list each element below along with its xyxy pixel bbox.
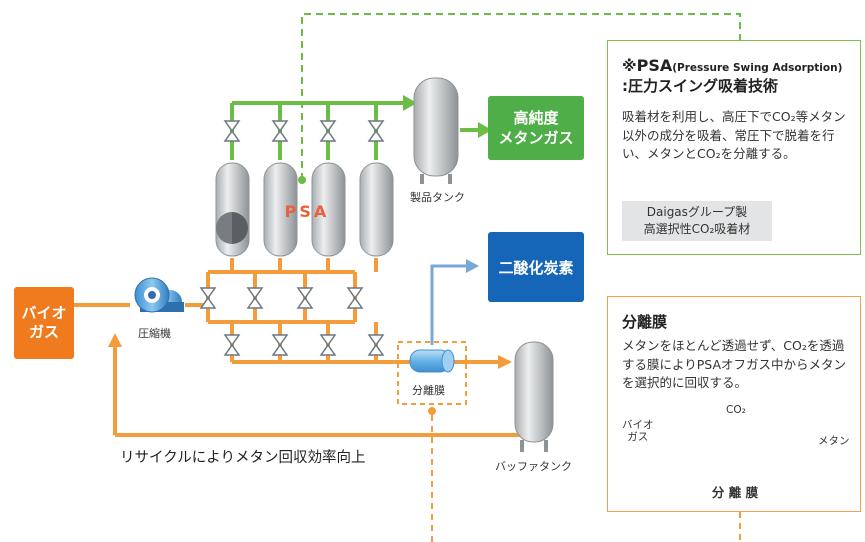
compressor-icon xyxy=(134,277,184,313)
co2-arrow xyxy=(466,259,479,273)
membrane-description: メタンをほとんど透過せず、CO₂を透過する膜によりPSAオフガス中からメタンを選… xyxy=(622,338,847,390)
co2-pipe xyxy=(430,264,468,345)
psa-english: (Pressure Swing Adsorption) xyxy=(672,62,843,74)
valve-icon xyxy=(367,334,385,356)
valve-icon xyxy=(271,120,289,142)
membrane-label: 分離膜 xyxy=(412,384,445,397)
psa-description: 吸着材を利用し、高圧下でCO₂等メタン以外の成分を吸着、常圧下で脱着を行い、メタ… xyxy=(622,109,846,161)
valve-icon xyxy=(199,287,217,309)
membrane-panel-title: 分離膜 xyxy=(622,313,668,331)
valve-icon xyxy=(296,287,314,309)
membrane-explanation-panel: 分離膜 メタンをほとんど透過せず、CO₂を透過する膜によりPSAオフガス中からメ… xyxy=(607,296,861,512)
membrane-dashed-box xyxy=(397,341,467,405)
psa-towers xyxy=(215,162,394,257)
adsorbent-material-label: Daigasグループ製 高選択性CO₂吸着材 xyxy=(622,201,772,241)
high-purity-methane-box: 高純度 メタンガス xyxy=(488,96,584,160)
psa-mark: ※ xyxy=(622,57,637,75)
product-tank xyxy=(413,77,459,184)
membrane-unit xyxy=(409,349,455,373)
product-tank-label: 製品タンク xyxy=(410,191,465,204)
compressor-label: 圧縮機 xyxy=(138,327,171,340)
green-arrow-1 xyxy=(403,95,417,111)
valve-icon xyxy=(367,120,385,142)
membrane-biogas-label: バイオ ガス xyxy=(622,419,654,443)
membrane-co2-label: CO₂ xyxy=(726,404,746,416)
psa-title-jp: :圧力スイング吸着技術 xyxy=(622,77,778,95)
psa-label: PSA xyxy=(284,202,330,221)
green-arrow-2 xyxy=(478,122,492,138)
recycle-caption: リサイクルによりメタン回収効率向上 xyxy=(120,450,366,466)
membrane-caption: 分 離 膜 xyxy=(711,485,759,500)
orange-arrow-buffer xyxy=(498,355,512,369)
co2-box: 二酸化炭素 xyxy=(488,232,584,302)
psa-acronym: PSA xyxy=(636,56,673,75)
green-dot xyxy=(298,176,306,184)
valve-icon xyxy=(319,334,337,356)
orange-dot xyxy=(428,407,436,415)
bio-gas-box: バイオ ガス xyxy=(14,287,74,359)
green-dashed-link xyxy=(301,13,741,180)
valves xyxy=(199,120,385,356)
valve-icon xyxy=(346,287,364,309)
buffer-tank-icon xyxy=(514,341,554,452)
buffer-tank-label: バッファタンク xyxy=(495,460,572,473)
valve-icon xyxy=(223,334,241,356)
valve-icon xyxy=(319,120,337,142)
valve-icon xyxy=(271,334,289,356)
psa-explanation-panel: ※PSA(Pressure Swing Adsorption) :圧力スイング吸… xyxy=(607,40,861,255)
valve-icon xyxy=(223,120,241,142)
psa-panel-title: ※PSA(Pressure Swing Adsorption) xyxy=(622,56,842,78)
valve-icon xyxy=(246,287,264,309)
orange-arrow-recycle xyxy=(108,333,122,347)
membrane-methane-label: メタン xyxy=(818,435,850,447)
